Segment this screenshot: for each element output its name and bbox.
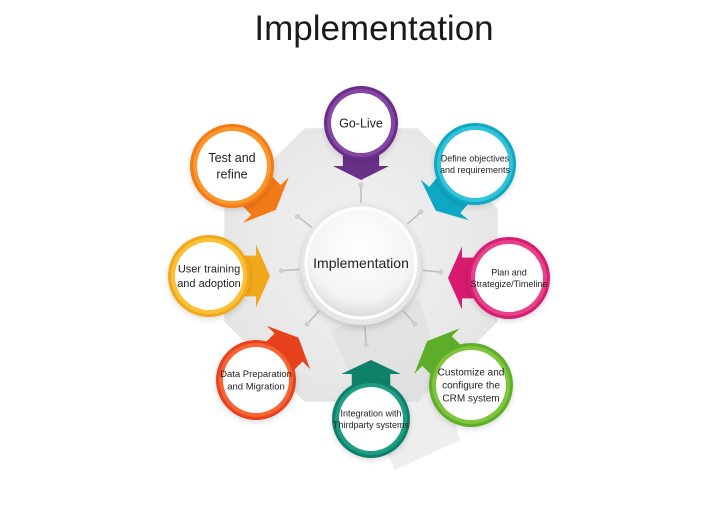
arrow-shape [414, 328, 462, 376]
connector-line [306, 310, 320, 325]
arrow-icon [420, 176, 470, 221]
connector-dot [278, 268, 284, 274]
step-circle [175, 242, 243, 310]
step-label: refine [216, 168, 247, 182]
connector-dot [418, 209, 424, 215]
step-test-refine: Test and refine [190, 124, 289, 223]
connector-line [281, 268, 300, 272]
connector-line [406, 211, 422, 225]
hub-label: Implementation [313, 255, 409, 271]
step-label: and Migration [227, 382, 285, 393]
step-label: Plan and [491, 267, 527, 277]
central-hub: Implementation [301, 205, 421, 325]
hub-connectors [278, 182, 444, 348]
arrow-icon [264, 325, 311, 372]
step-label: Customize and [438, 368, 505, 379]
step-circle [475, 244, 543, 312]
arrow-icon [241, 175, 289, 223]
step-label: Test and [208, 151, 255, 165]
step-label: Go-Live [339, 116, 383, 130]
step-data-preparation: Data Preparation and Migration [216, 325, 311, 420]
step-label: Strategize/Timeline [471, 279, 548, 289]
step-label: Data Preparation [220, 369, 292, 380]
arrow-icon [414, 328, 462, 376]
step-define-objectives: Define objectives and requirements [420, 123, 516, 221]
connector-dot [294, 213, 301, 219]
arrow-icon [332, 152, 390, 180]
step-circle [197, 131, 267, 201]
arrow-shape [332, 152, 390, 180]
arrow-shape [341, 360, 401, 388]
step-circle [436, 350, 506, 420]
connector-line [422, 269, 441, 273]
connector-line [402, 310, 416, 325]
page-title: Implementation [254, 9, 493, 48]
step-circle [339, 387, 403, 451]
connector-dot [304, 321, 310, 327]
step-label: and adoption [177, 278, 241, 290]
step-label: configure the [442, 381, 500, 392]
step-circle [441, 130, 509, 198]
arrow-shape [264, 325, 311, 372]
connector-line [297, 215, 313, 228]
step-label: Integration with [340, 408, 401, 418]
connector-line [364, 326, 367, 345]
connector-dot [363, 342, 369, 348]
step-label: Thirdparty systems [333, 420, 410, 430]
step-label: and requirements [440, 165, 511, 175]
arrow-shape [241, 175, 289, 223]
arrow-icon [341, 360, 401, 388]
connector-dot [412, 321, 418, 327]
step-circle [331, 93, 391, 153]
connector-dot [358, 182, 364, 188]
arrow-shape [420, 176, 470, 221]
step-label: User training [178, 264, 240, 276]
connector-dot [438, 269, 444, 275]
step-circle [223, 347, 289, 413]
step-label: CRM system [442, 394, 499, 405]
hub-circle [304, 206, 418, 320]
step-go-live: Go-Live [324, 86, 398, 180]
step-label: Define objectives [441, 153, 510, 163]
